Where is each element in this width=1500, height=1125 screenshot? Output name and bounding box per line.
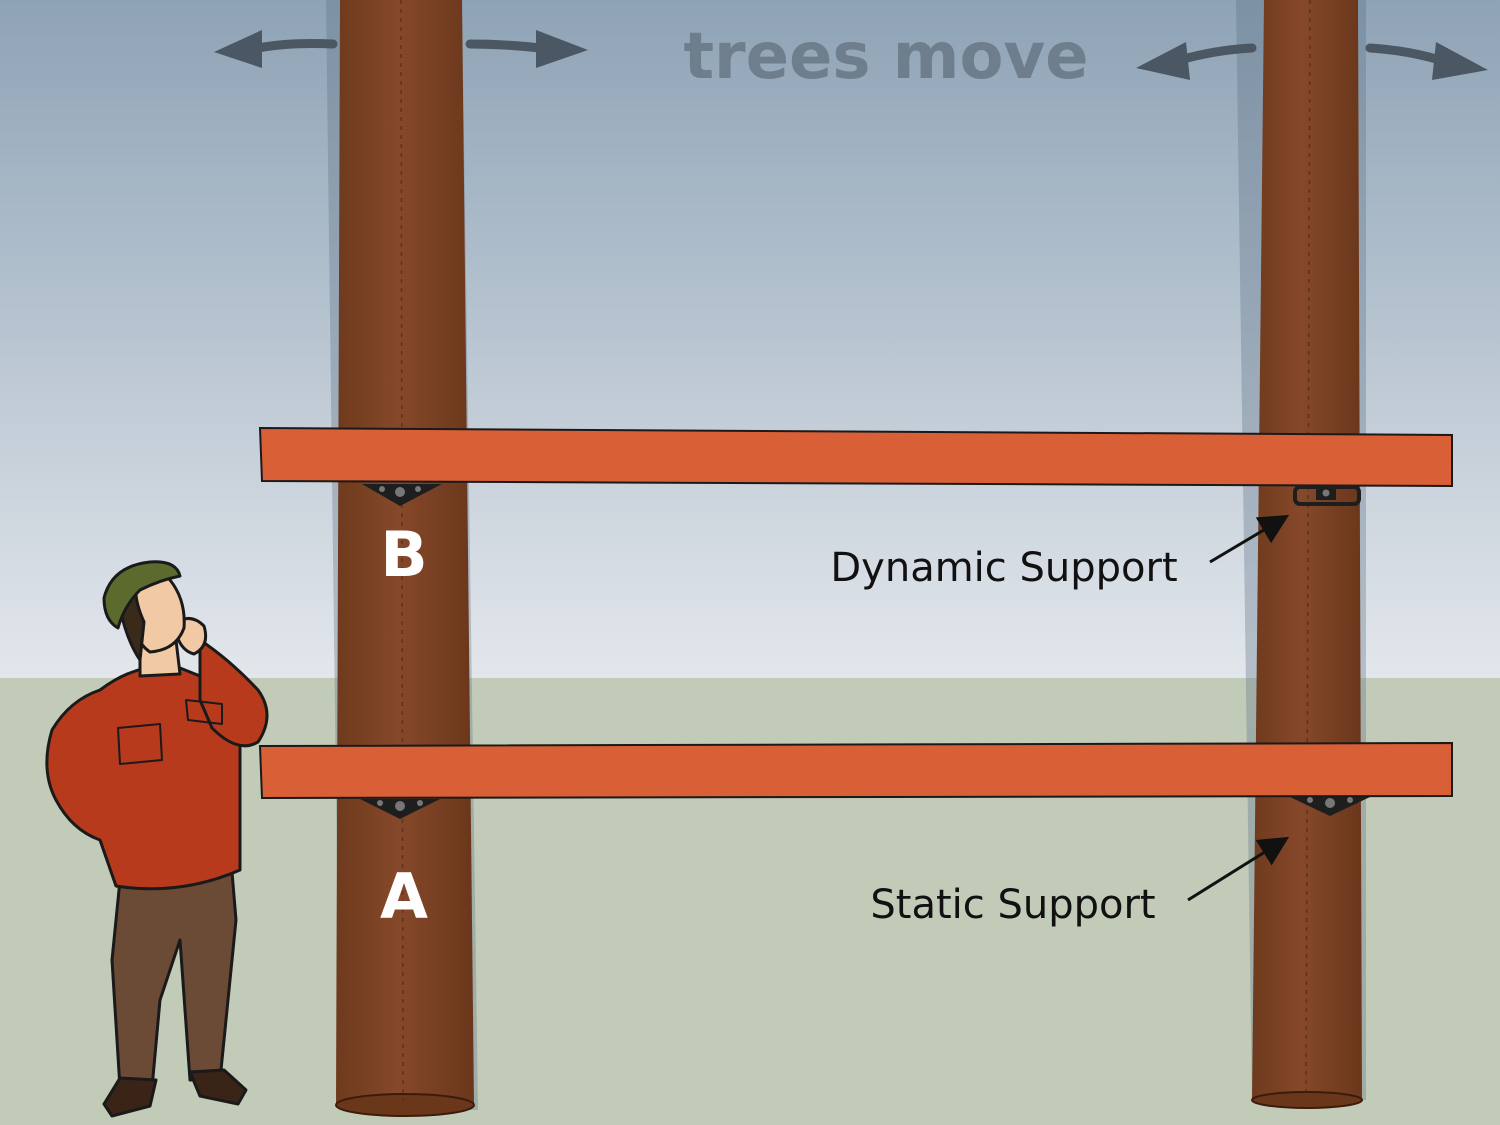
static-support-pointer-arrow-icon <box>1187 836 1290 902</box>
person-pants <box>110 870 238 1090</box>
beam-label-b: B <box>380 518 427 591</box>
person-right-shoe <box>188 1068 248 1106</box>
dynamic-support-pointer-arrow-icon <box>1209 514 1290 564</box>
person-shirt-logo <box>185 699 223 725</box>
right-tree-sway-right-arrow-icon <box>1365 42 1488 80</box>
person-figure <box>45 560 269 1118</box>
lower-beam <box>258 741 1453 800</box>
dynamic-support-bracket-icon <box>1293 485 1361 506</box>
lower-left-static-bracket-icon <box>360 799 440 819</box>
beam-label-a: A <box>380 860 428 933</box>
left-tree-trunk <box>335 0 475 1117</box>
left-tree-sway-left-arrow-icon <box>214 30 338 68</box>
right-tree-trunk <box>1251 0 1363 1109</box>
static-support-bracket-icon <box>1290 797 1370 816</box>
diagram-title: trees move <box>683 20 1088 94</box>
person-left-shoe <box>102 1076 158 1118</box>
left-tree-sway-right-arrow-icon <box>465 30 588 68</box>
upper-left-static-bracket-icon <box>362 484 442 506</box>
upper-beam <box>258 426 1453 488</box>
sky <box>0 0 1500 678</box>
dynamic-support-label: Dynamic Support <box>830 545 1177 591</box>
person-hat-icon <box>102 560 182 630</box>
person-shirt-pocket <box>117 723 163 765</box>
right-tree-sway-left-arrow-icon <box>1136 42 1257 80</box>
person-raised-arm <box>198 638 269 748</box>
static-support-label: Static Support <box>870 882 1155 928</box>
